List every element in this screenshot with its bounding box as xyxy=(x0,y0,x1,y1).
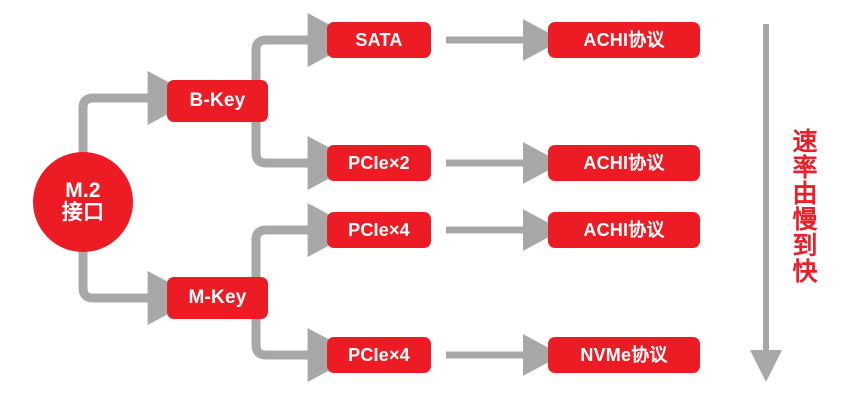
node-iface-pcie-x4-b[interactable]: PCIe×4 xyxy=(327,337,431,373)
node-proto-achi-1[interactable]: ACHI协议 xyxy=(548,22,700,58)
node-iface-pcie-x4-a-label: PCIe×4 xyxy=(348,219,410,240)
connector-mkey-to-pcie-x4-a xyxy=(251,203,358,298)
node-m2-line2: 接口 xyxy=(61,201,105,224)
node-proto-achi-1-label: ACHI协议 xyxy=(583,29,665,50)
speed-axis-label: 速率由慢到快 xyxy=(789,128,817,284)
connector-bkey-to-sata xyxy=(251,13,358,102)
node-b-key[interactable]: B-Key xyxy=(167,80,268,122)
node-iface-pcie-x2[interactable]: PCIe×2 xyxy=(327,145,431,181)
node-proto-achi-3-label: ACHI协议 xyxy=(583,219,665,240)
node-m-key-label: M-Key xyxy=(188,287,247,309)
node-iface-pcie-x4-b-label: PCIe×4 xyxy=(348,344,410,365)
node-proto-achi-2[interactable]: ACHI协议 xyxy=(548,145,700,181)
node-iface-sata[interactable]: SATA xyxy=(327,22,431,58)
connector-mkey-to-pcie-x4-b xyxy=(251,298,358,382)
node-iface-pcie-x4-a[interactable]: PCIe×4 xyxy=(327,212,431,248)
connector-bkey-to-pcie-x2 xyxy=(251,102,358,190)
node-m2-interface[interactable]: M.2 接口 xyxy=(33,152,133,252)
node-proto-achi-3[interactable]: ACHI协议 xyxy=(548,212,700,248)
node-m2-line1: M.2 xyxy=(65,178,101,202)
node-iface-sata-label: SATA xyxy=(355,29,403,50)
node-proto-achi-2-label: ACHI协议 xyxy=(583,152,665,173)
node-proto-nvme[interactable]: NVMe协议 xyxy=(548,337,700,373)
connector-m2-to-bkey xyxy=(78,71,198,200)
connector-m2-to-mkey xyxy=(78,200,198,325)
node-iface-pcie-x2-label: PCIe×2 xyxy=(348,152,410,173)
speed-axis-arrowhead xyxy=(750,350,782,382)
node-m-key[interactable]: M-Key xyxy=(167,277,268,319)
node-proto-nvme-label: NVMe协议 xyxy=(580,344,668,365)
node-b-key-label: B-Key xyxy=(189,90,246,112)
